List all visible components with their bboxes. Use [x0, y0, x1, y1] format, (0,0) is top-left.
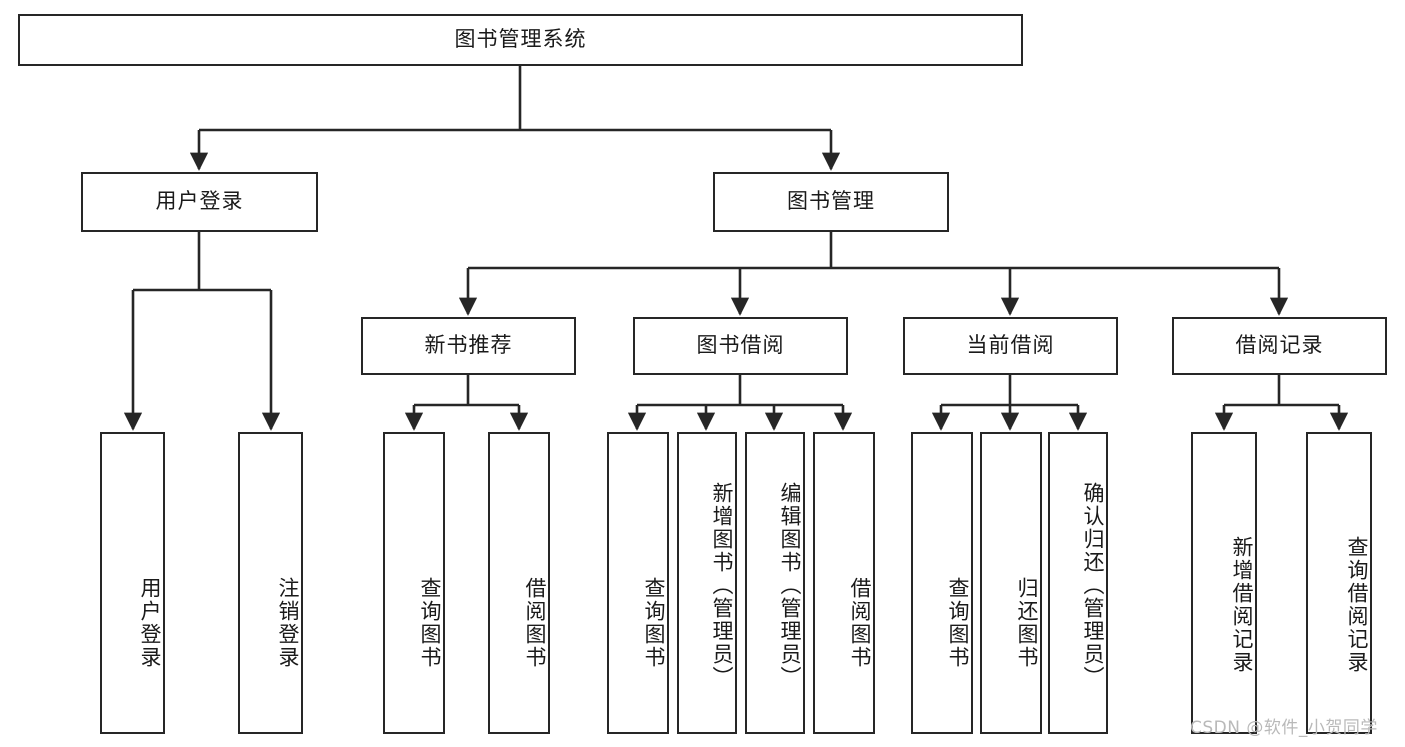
leaf-query-book-borrow[interactable]: 查询图书	[607, 432, 669, 734]
node-borrow-record[interactable]: 借阅记录	[1172, 317, 1387, 375]
leaf-add-borrow-record[interactable]: 新增借阅记录	[1191, 432, 1257, 734]
leaf-edit-book-admin[interactable]: 编辑图书（管理员）	[745, 432, 805, 734]
csdn-watermark: CSDN @软件_小贺同学	[1190, 718, 1378, 738]
leaf-query-borrow-record[interactable]: 查询借阅记录	[1306, 432, 1372, 734]
leaf-query-book-current[interactable]: 查询图书	[911, 432, 973, 734]
node-user-login[interactable]: 用户登录	[81, 172, 318, 232]
node-root-book-management-system[interactable]: 图书管理系统	[18, 14, 1023, 66]
leaf-borrow-book-borrow[interactable]: 借阅图书	[813, 432, 875, 734]
leaf-logout-login[interactable]: 注销登录	[238, 432, 303, 734]
node-book-management[interactable]: 图书管理	[713, 172, 949, 232]
leaf-confirm-return-admin[interactable]: 确认归还（管理员）	[1048, 432, 1108, 734]
node-new-book-recommend[interactable]: 新书推荐	[361, 317, 576, 375]
leaf-query-book-recommend[interactable]: 查询图书	[383, 432, 445, 734]
node-current-borrow[interactable]: 当前借阅	[903, 317, 1118, 375]
leaf-add-book-admin[interactable]: 新增图书（管理员）	[677, 432, 737, 734]
leaf-return-book[interactable]: 归还图书	[980, 432, 1042, 734]
leaf-borrow-book-recommend[interactable]: 借阅图书	[488, 432, 550, 734]
node-book-borrow[interactable]: 图书借阅	[633, 317, 848, 375]
leaf-user-login[interactable]: 用户登录	[100, 432, 165, 734]
